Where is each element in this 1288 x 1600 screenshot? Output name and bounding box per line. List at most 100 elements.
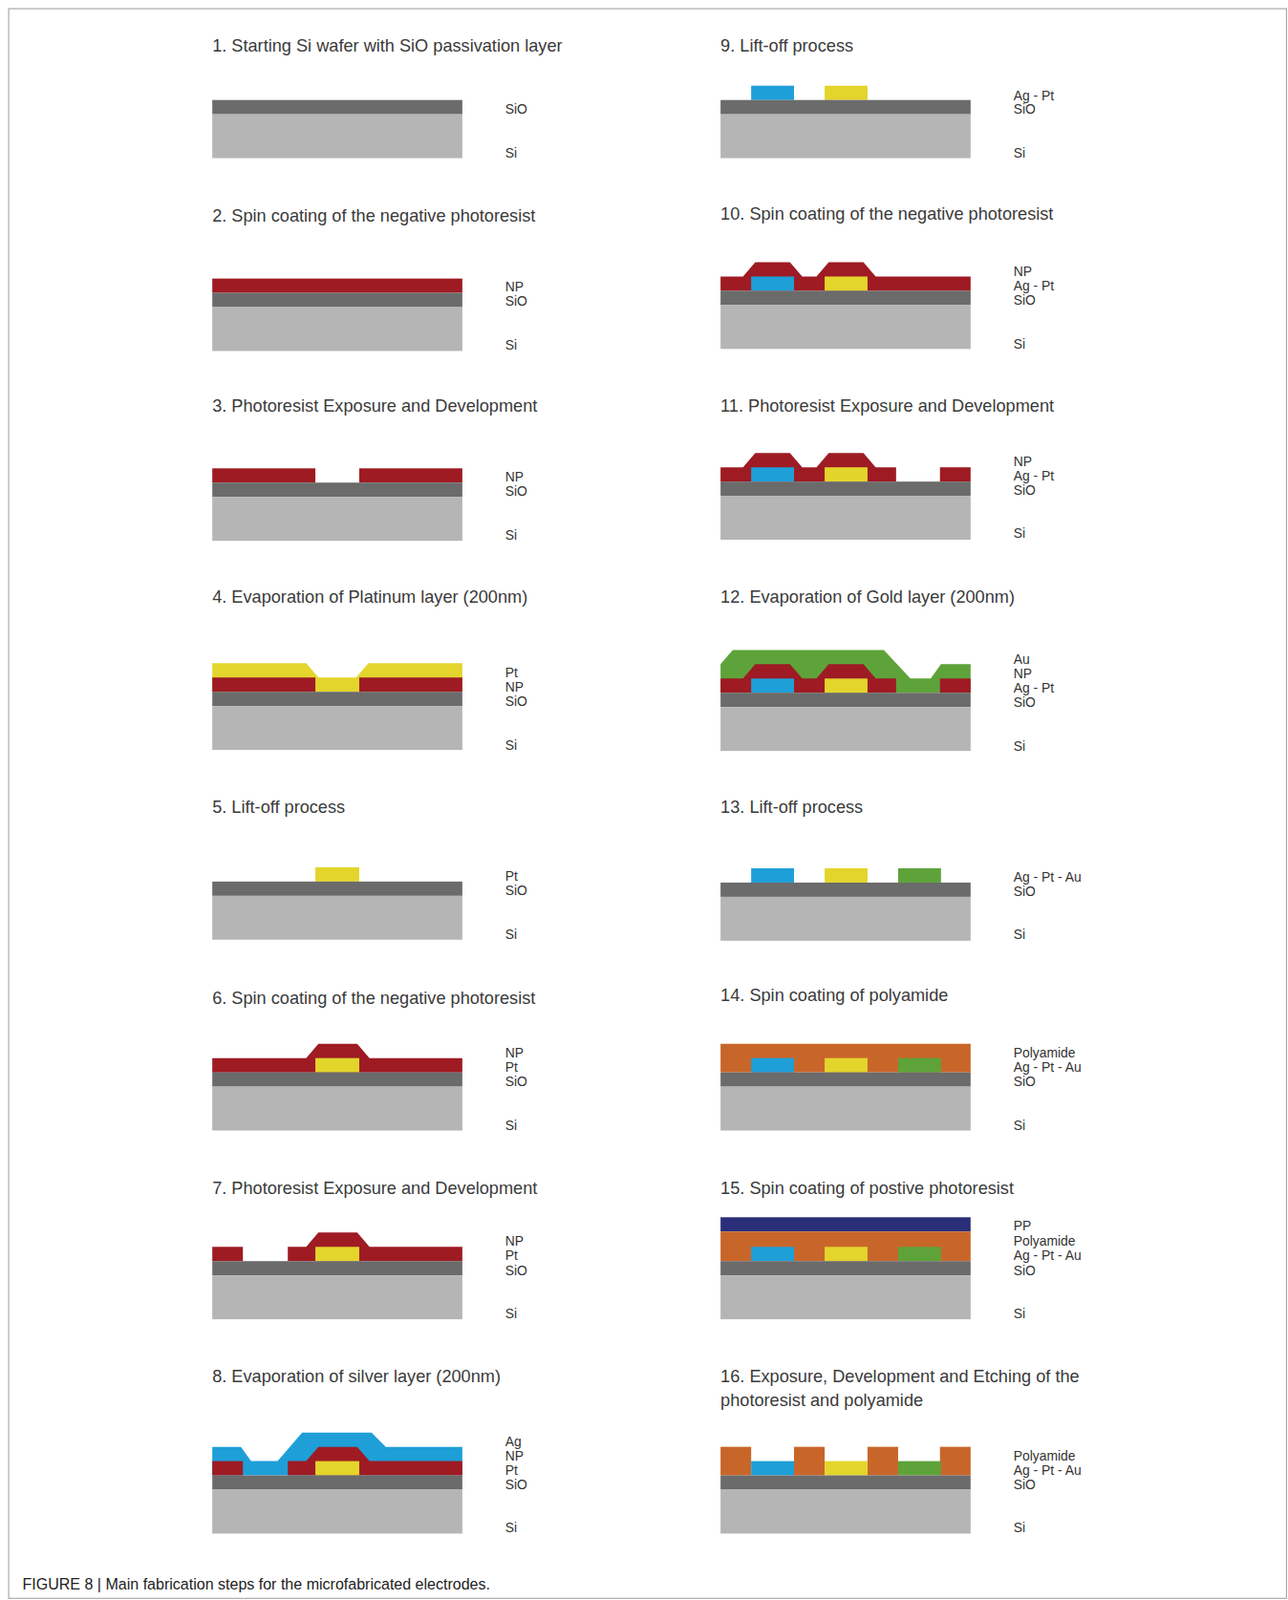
sio-layer: [720, 882, 971, 898]
layer-label: NP: [505, 1234, 524, 1248]
negative-photoresist: [287, 1447, 463, 1477]
polyamide-layer: [720, 1231, 971, 1262]
layer-label: SiO: [505, 694, 528, 709]
si-substrate: [212, 307, 463, 352]
silver-layer: [751, 868, 795, 883]
layer-label: Si: [1013, 1521, 1026, 1535]
step-title: 14. Spin coating of polyamide: [720, 987, 948, 1005]
platinum-layer: [212, 663, 463, 692]
platinum-layer: [824, 1058, 868, 1074]
layer-label: SiO: [1013, 293, 1036, 307]
negative-photoresist: [359, 677, 463, 692]
gold-layer: [898, 1461, 942, 1477]
platinum-layer: [824, 678, 868, 693]
layer-label: SiO: [505, 294, 528, 308]
layer-label: SiO: [1013, 1074, 1036, 1089]
sio-layer: [720, 1073, 971, 1088]
layer-label: Ag - Pt: [1013, 469, 1054, 483]
platinum-layer: [315, 867, 360, 882]
si-substrate: [212, 1087, 463, 1132]
platinum-layer: [824, 868, 868, 883]
sio-layer: [212, 881, 463, 897]
layer-label: SiO: [1013, 695, 1036, 709]
layer-label: Pt: [505, 1060, 518, 1074]
sio-layer: [720, 100, 971, 115]
sio-layer: [212, 1073, 463, 1088]
sio-layer: [720, 481, 971, 496]
layer-label: Si: [1013, 739, 1026, 753]
si-substrate: [212, 114, 463, 159]
layer-label: Polyamide: [1013, 1449, 1076, 1463]
layer-label: Si: [1013, 1118, 1026, 1133]
layer-label: Polyamide: [1013, 1046, 1076, 1060]
layer-label: NP: [505, 1449, 524, 1463]
polyamide-layer: [940, 1447, 971, 1477]
layer-label: Ag - Pt: [1013, 88, 1054, 103]
layer-label: Si: [505, 1521, 517, 1535]
gold-layer: [898, 1246, 942, 1262]
sio-layer: [720, 1476, 971, 1491]
polyamide-layer: [867, 1447, 899, 1477]
figure-caption: FIGURE 8 | Main fabrication steps for th…: [21, 1576, 490, 1592]
platinum-layer: [315, 1246, 360, 1262]
layer-label: SiO: [505, 102, 528, 116]
layer-label: Pt: [505, 665, 518, 680]
silver-layer: [751, 1461, 795, 1477]
layer-label: Ag - Pt - Au: [1013, 1463, 1082, 1478]
layer-label: Si: [1013, 146, 1026, 160]
sio-layer: [212, 1261, 463, 1276]
sio-layer: [720, 692, 971, 708]
si-substrate: [720, 495, 971, 540]
layer-label: Pt: [505, 870, 518, 884]
layer-label: NP: [505, 1046, 524, 1060]
layer-label: Si: [505, 146, 517, 160]
si-substrate: [212, 1275, 463, 1320]
polyamide-layer: [720, 1447, 752, 1477]
layer-label: SiO: [505, 1478, 528, 1492]
silver-layer: [751, 1246, 795, 1262]
step-title: 2. Spin coating of the negative photores…: [212, 207, 536, 225]
sio-layer: [212, 1476, 463, 1491]
step-title: 7. Photoresist Exposure and Development: [212, 1180, 537, 1198]
si-substrate: [212, 706, 463, 751]
platinum-layer: [824, 85, 868, 101]
silver-layer: [751, 85, 795, 101]
platinum-layer: [824, 276, 868, 291]
sio-layer: [212, 100, 463, 115]
negative-photoresist: [287, 1232, 463, 1262]
si-substrate: [720, 1087, 971, 1132]
si-substrate: [212, 1489, 463, 1534]
layer-label: Ag: [505, 1435, 522, 1449]
layer-label: SiO: [1013, 885, 1036, 900]
silver-layer: [212, 1433, 463, 1477]
gold-layer: [720, 649, 971, 693]
step-title: 6. Spin coating of the negative photores…: [212, 989, 536, 1008]
sio-layer: [212, 691, 463, 707]
layer-label: Ag - Pt: [1013, 279, 1054, 293]
step-title: 11. Photoresist Exposure and Development: [720, 397, 1054, 415]
layer-label: Si: [1013, 337, 1026, 351]
positive-photoresist: [720, 1217, 971, 1232]
si-substrate: [212, 496, 463, 541]
layer-label: SiO: [1013, 102, 1036, 116]
layer-label: Si: [505, 338, 517, 352]
platinum-layer: [824, 1461, 868, 1477]
gold-layer: [898, 868, 942, 883]
layer-label: Si: [505, 1307, 517, 1321]
layer-label: Polyamide: [1013, 1234, 1076, 1248]
layer-label: Si: [1013, 527, 1026, 541]
platinum-layer: [824, 1246, 868, 1262]
layer-label: Pt: [505, 1463, 518, 1478]
step-title: 15. Spin coating of postive photoresist: [720, 1180, 1014, 1198]
layer-label: SiO: [505, 1074, 528, 1089]
si-substrate: [720, 707, 971, 752]
layer-label: Si: [1013, 927, 1026, 942]
negative-photoresist: [212, 468, 316, 483]
step-title: 16. Exposure, Development and Etching of…: [720, 1365, 1109, 1413]
step-title: 13. Lift-off process: [720, 798, 863, 816]
negative-photoresist: [212, 1044, 463, 1074]
si-substrate: [212, 896, 463, 941]
platinum-layer: [824, 467, 868, 482]
